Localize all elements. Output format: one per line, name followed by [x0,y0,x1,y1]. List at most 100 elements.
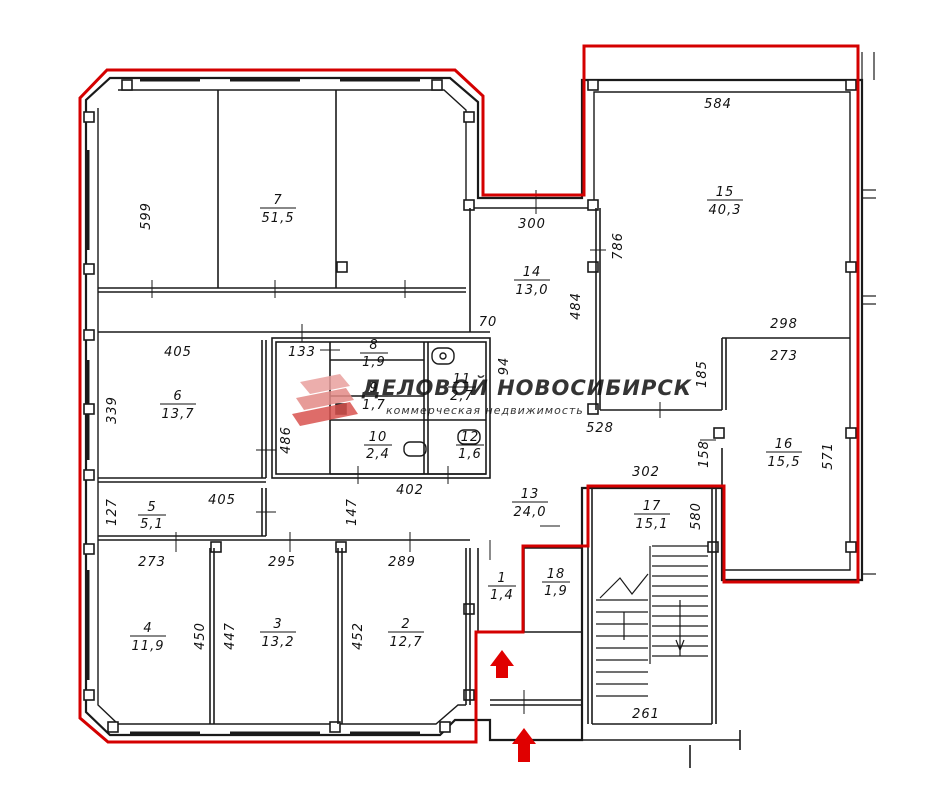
room-area: 51,5 [262,211,295,226]
room-number: 6 [173,389,182,404]
dimension-ticks [151,190,716,714]
dimension-label: 302 [632,465,660,480]
room-label-10: 10 2,4 [364,430,392,462]
room-label-6: 6 13,7 [160,389,196,422]
room-label-12: 12 1,6 [456,430,484,462]
room-label-4: 4 11,9 [130,621,166,654]
dimension-label: 185 [695,360,710,388]
dimension-label: 289 [388,555,416,570]
staircase [596,545,708,697]
room-label-7: 7 51,5 [260,193,296,226]
dimension-label: 295 [268,555,296,570]
room-number: 3 [273,617,282,632]
room-area: 13,0 [516,283,549,298]
washbasin-icon [431,347,455,365]
dimension-label: 528 [586,421,614,436]
dimension-label: 298 [770,317,798,332]
room-number: 11 [453,372,472,387]
dimension-label: 127 [105,498,120,526]
room-label-8: 8 1,9 [360,338,388,370]
room-label-16: 16 15,5 [766,437,802,470]
dimension-label: 571 [821,442,836,470]
room-number: 10 [369,430,388,445]
room-number: 2 [401,617,410,632]
room-number: 9 [369,381,378,396]
room-label-17: 17 15,1 [634,499,670,532]
room-label-11: 11 2,7 [448,372,476,404]
interior-walls [98,90,850,768]
room-number: 14 [523,265,542,280]
room-area: 40,3 [709,203,742,218]
room-label-5: 5 5,1 [138,500,166,532]
room-number: 13 [521,487,540,502]
dimension-label: 261 [632,707,660,722]
room-area: 15,5 [768,455,801,470]
room-area: 15,1 [636,517,669,532]
room-area: 13,7 [162,407,195,422]
watermark-company: ДЕЛОВОЙ НОВОСИБИРСК [361,375,692,400]
watermark: ДЕЛОВОЙ НОВОСИБИРСК коммерческая недвижи… [292,374,692,426]
dimension-label: 786 [611,232,626,260]
room-label-18: 18 1,9 [542,567,570,599]
room-number: 15 [716,185,735,200]
entrance-arrow-icon-2 [512,728,536,762]
room-number: 16 [775,437,794,452]
watermark-subtitle: коммерческая недвижимость [386,404,584,417]
room-area: 1,9 [544,584,568,599]
room-area: 1,9 [362,355,386,370]
room-area: 1,7 [362,398,386,413]
room-label-13: 13 24,0 [512,487,548,520]
toilet-icon-2 [457,429,481,445]
dimension-label: 158 [697,440,712,468]
dimension-label: 273 [138,555,166,570]
room-label-1: 1 1,4 [488,571,516,603]
room-area: 2,4 [366,447,390,462]
dimension-label: 580 [689,502,704,530]
dimension-label: 402 [396,483,424,498]
dimension-label: 486 [279,426,294,454]
room-area: 24,0 [514,505,547,520]
watermark-logo [292,374,358,426]
toilet-icon [403,441,427,457]
room-labels: 7 51,5 15 40,3 14 13,0 6 13,7 8 1,9 9 1,… [130,185,802,654]
room-area: 1,4 [490,588,514,603]
dimension-label: 447 [223,622,238,650]
room-number: 1 [497,571,506,586]
dimension-label: 405 [208,493,236,508]
entrance-arrow-icon [490,650,514,678]
entrance-arrows [490,650,536,762]
room-number: 18 [547,567,566,582]
dimension-label: 273 [770,349,798,364]
room-label-9: 9 1,7 [360,381,388,413]
pillars [83,79,857,733]
room-number: 12 [461,430,480,445]
room-area: 13,2 [262,635,295,650]
dimension-label: 450 [193,622,208,650]
dimension-label: 70 [479,315,498,330]
room-area: 1,6 [458,447,482,462]
room-area: 5,1 [140,517,164,532]
room-label-14: 14 13,0 [514,265,550,298]
room-number: 4 [143,621,152,636]
dimension-label: 584 [704,97,732,112]
room-area: 11,9 [132,639,165,654]
dimension-label: 484 [569,292,584,320]
dimension-label: 599 [139,202,154,230]
dimension-label: 339 [105,396,120,424]
boundary-outline [78,44,860,744]
room-number: 17 [643,499,662,514]
room-number: 5 [147,500,156,515]
dimension-label: 147 [345,498,360,526]
dimension-label: 405 [164,345,192,360]
dimension-label: 94 [497,357,512,376]
dimension-label: 300 [518,217,546,232]
room-label-2: 2 12,7 [388,617,424,650]
room-label-3: 3 13,2 [260,617,296,650]
dimension-labels: 599 584 300 786 484 70 133 405 339 486 9… [105,97,836,722]
room-area: 2,7 [450,389,474,404]
room-number: 8 [369,338,378,353]
room-area: 12,7 [390,635,423,650]
sanitary-fixtures [403,347,481,457]
dimension-label: 452 [351,622,366,650]
